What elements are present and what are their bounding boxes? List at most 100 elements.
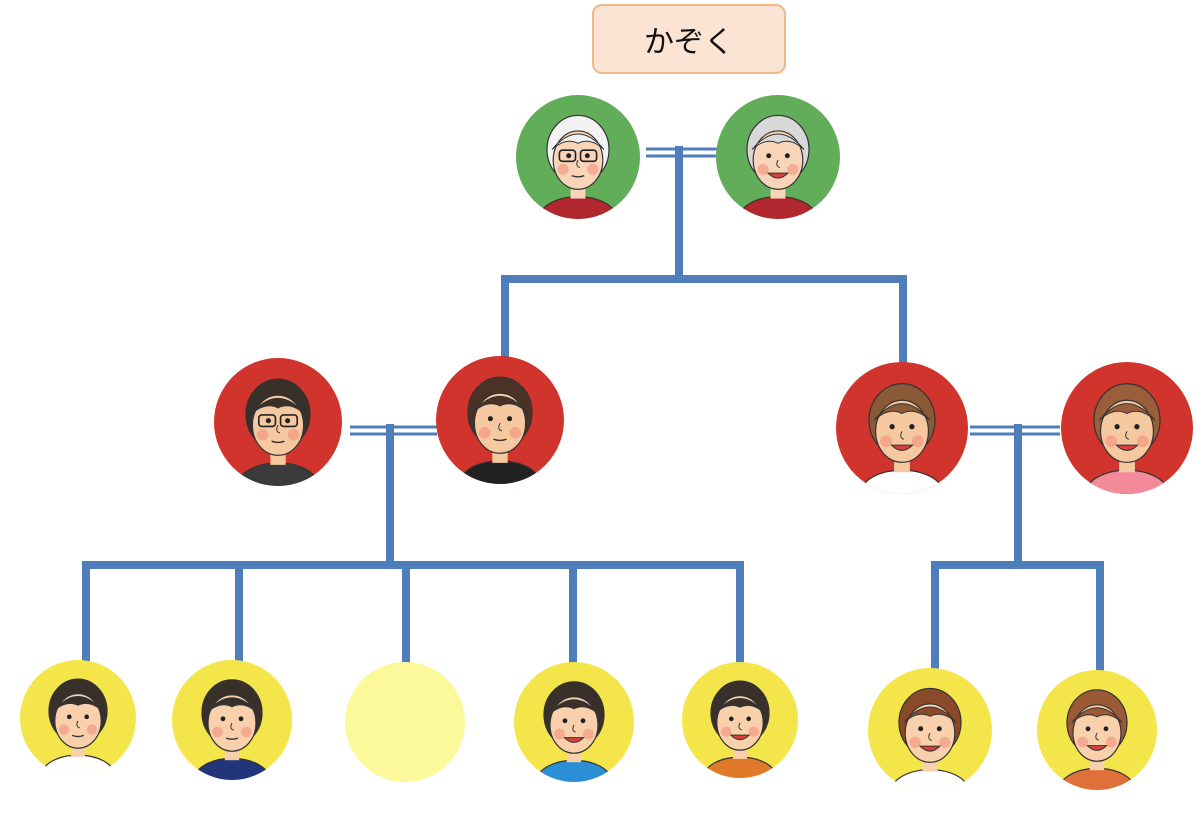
eye bbox=[909, 424, 915, 430]
face-illustration bbox=[194, 679, 270, 780]
nose bbox=[1125, 431, 1130, 440]
portrait-younger-sister bbox=[682, 662, 798, 778]
cheek bbox=[757, 163, 769, 175]
portrait-aunt bbox=[1061, 362, 1193, 494]
cheek bbox=[911, 435, 924, 448]
mouth bbox=[1115, 444, 1139, 451]
hair-fringe bbox=[548, 699, 600, 716]
cheek bbox=[880, 435, 893, 448]
shirt bbox=[738, 196, 818, 219]
shirt bbox=[1059, 767, 1135, 790]
eye bbox=[220, 716, 226, 722]
portrait-younger-brother bbox=[514, 662, 634, 782]
cheek bbox=[58, 724, 70, 735]
eye bbox=[1103, 726, 1109, 732]
hair-fringe bbox=[715, 698, 765, 714]
eye bbox=[1085, 726, 1091, 732]
portrait-mother bbox=[436, 356, 564, 484]
nose bbox=[76, 720, 80, 729]
cheek bbox=[241, 726, 252, 738]
eye bbox=[84, 714, 90, 720]
cheek bbox=[787, 163, 799, 175]
glasses bbox=[579, 149, 598, 163]
shirt bbox=[194, 757, 270, 780]
face-illustration bbox=[890, 687, 970, 792]
mouth bbox=[1086, 745, 1108, 751]
eye bbox=[487, 416, 493, 422]
face-illustration bbox=[860, 383, 944, 494]
portrait-cousin-girl bbox=[1037, 670, 1157, 790]
face-illustration bbox=[703, 680, 777, 778]
eye bbox=[784, 153, 790, 159]
mouth bbox=[766, 172, 790, 179]
cheek bbox=[939, 736, 951, 748]
cheek bbox=[86, 724, 98, 735]
hair-fringe bbox=[751, 133, 805, 150]
cheek bbox=[587, 163, 599, 175]
eye bbox=[265, 418, 271, 424]
shirt bbox=[459, 460, 541, 484]
cheek bbox=[509, 427, 522, 439]
shirt bbox=[41, 754, 115, 776]
nose bbox=[900, 431, 905, 440]
hair-fringe bbox=[472, 396, 528, 413]
eye bbox=[1114, 424, 1120, 430]
cheek bbox=[1105, 435, 1118, 448]
shirt bbox=[890, 769, 970, 792]
eye bbox=[285, 418, 291, 424]
eye bbox=[766, 153, 772, 159]
cheek bbox=[1106, 736, 1117, 748]
shirt bbox=[860, 469, 944, 494]
hair-fringe bbox=[903, 706, 957, 723]
face-illustration bbox=[536, 681, 612, 782]
nose bbox=[230, 722, 234, 731]
title-label: かぞく bbox=[592, 4, 786, 74]
eye bbox=[918, 726, 924, 732]
shirt bbox=[703, 756, 777, 778]
face-illustration bbox=[237, 378, 319, 486]
cheek bbox=[212, 726, 224, 738]
shirt bbox=[536, 759, 612, 782]
cheek bbox=[256, 429, 269, 441]
connector-lines bbox=[82, 146, 1104, 676]
cheek bbox=[1077, 736, 1088, 748]
mouth bbox=[890, 444, 914, 451]
mouth bbox=[271, 440, 285, 444]
portrait-grandmother bbox=[716, 95, 840, 219]
mouth bbox=[729, 734, 751, 741]
eye bbox=[746, 716, 752, 722]
cheek bbox=[1136, 435, 1149, 448]
portrait-father bbox=[836, 362, 968, 494]
mouth bbox=[563, 737, 585, 743]
cheek bbox=[287, 429, 300, 441]
nose bbox=[1095, 732, 1099, 741]
glasses bbox=[279, 414, 298, 428]
cheek bbox=[748, 726, 760, 737]
cheek bbox=[557, 163, 569, 175]
eye bbox=[936, 726, 942, 732]
cheek bbox=[583, 728, 594, 740]
nose bbox=[276, 424, 281, 434]
eye bbox=[889, 424, 895, 430]
portraits bbox=[20, 95, 1193, 792]
nose bbox=[572, 724, 576, 733]
mouth bbox=[493, 438, 507, 442]
hair-fringe bbox=[873, 403, 931, 421]
eye bbox=[562, 718, 568, 724]
eye bbox=[580, 718, 586, 724]
nose bbox=[928, 732, 933, 742]
portrait-grandfather bbox=[516, 95, 640, 219]
nose bbox=[576, 159, 581, 169]
portrait-cousin-boy bbox=[868, 668, 992, 792]
shirt bbox=[237, 462, 319, 486]
shirt bbox=[538, 196, 618, 219]
face-illustration bbox=[1059, 689, 1135, 790]
nose bbox=[776, 159, 781, 169]
mouth bbox=[71, 734, 85, 738]
eye bbox=[66, 714, 72, 720]
hair-fringe bbox=[206, 697, 258, 714]
mouth bbox=[571, 174, 585, 178]
face-illustration bbox=[738, 114, 818, 219]
eye bbox=[566, 153, 572, 159]
